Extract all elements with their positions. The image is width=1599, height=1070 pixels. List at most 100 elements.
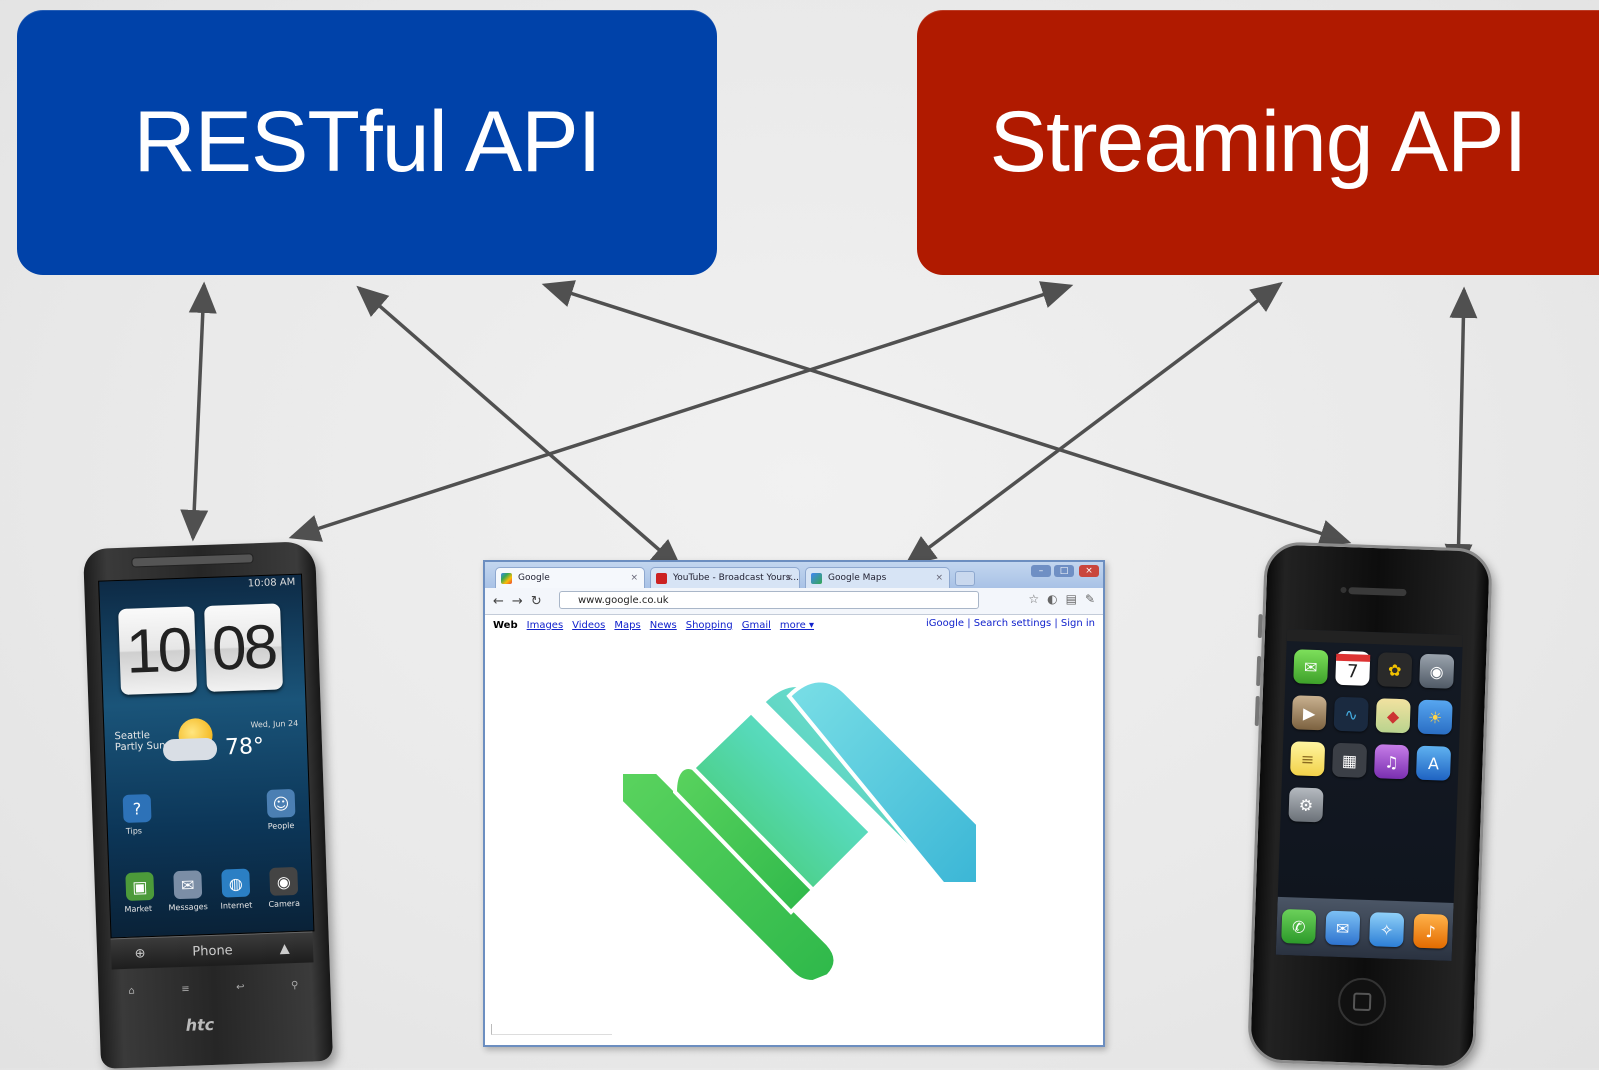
messages-icon: ✉	[1293, 649, 1329, 685]
browser-tab-bar: Google × YouTube - Broadcast Yours... × …	[485, 562, 1103, 588]
maps-icon: ◆	[1375, 698, 1411, 734]
clock-minute: 08	[204, 603, 284, 692]
calendar-icon: 7	[1335, 650, 1371, 686]
logo-stripe-cyan	[786, 678, 980, 886]
calendar-day: 7	[1346, 661, 1359, 683]
google-nav-link: more ▾	[779, 619, 815, 631]
back-icon: ←	[493, 593, 504, 609]
app-label: Market	[124, 904, 153, 914]
forward-icon: →	[511, 593, 523, 609]
ipod-icon: ♪	[1413, 913, 1449, 949]
notes-icon: ≡	[1290, 741, 1326, 777]
toolbar-icons: ☆ ◐ ▤ ✎	[1028, 592, 1095, 606]
restful-api-box: RESTful API	[17, 10, 717, 275]
search-key-icon: ⚲	[290, 979, 299, 992]
iphone-status-bar	[1286, 628, 1464, 648]
google-nav-bar: Web Images Videos Maps News Shopping Gma…	[485, 615, 1103, 635]
camera-icon: ◉	[1419, 653, 1455, 689]
arrow-rest-htc	[180, 281, 217, 542]
apps-icon: ⊕	[134, 945, 146, 962]
hardware-keys: ⌂ ≡ ↩ ⚲	[128, 980, 298, 997]
iphone-app-grid: ✉ 7 ✿ ◉ ▶ ∿ ◆ ☀ ≡ ▦ ♫ A ⚙	[1288, 649, 1455, 826]
arrow-rest-browser	[356, 285, 683, 571]
weather-icon: ☀	[1417, 699, 1453, 735]
tips-icon: ?	[122, 793, 152, 823]
browser-window-image: Google × YouTube - Broadcast Yours... × …	[483, 560, 1105, 1047]
iphone-image: ✉ 7 ✿ ◉ ▶ ∿ ◆ ☀ ≡ ▦ ♫ A ⚙ ✆ ✉ ✧ ♪	[1246, 541, 1494, 1070]
android-phone-image: 10:08 AM 10 08 Seattle Partly Sunny 78° …	[82, 541, 334, 1069]
menu-key-icon: ≡	[181, 983, 190, 996]
front-camera	[1340, 586, 1347, 594]
restful-api-label: RESTful API	[133, 94, 602, 190]
phone-speaker	[131, 553, 254, 568]
htc-logo: htc	[185, 1014, 215, 1035]
arrow-stream-browser	[904, 281, 1283, 567]
phone-dock-label: Phone	[192, 942, 233, 960]
new-tab-button	[955, 571, 975, 586]
app-label: People	[267, 821, 295, 831]
minimize-icon: –	[1031, 565, 1051, 577]
maximize-icon: □	[1054, 565, 1074, 577]
google-favicon-icon	[501, 573, 512, 584]
youtube-favicon-icon	[656, 573, 667, 584]
browser-tab-google: Google ×	[495, 567, 645, 588]
logo-stripe-green	[619, 770, 838, 982]
streaming-api-label: Streaming API	[989, 94, 1528, 190]
star-icon: ☆	[1028, 592, 1040, 606]
earpiece	[1348, 587, 1407, 597]
wrench-icon: ✎	[1084, 592, 1095, 606]
photos-icon: ✿	[1377, 652, 1413, 688]
arrow-rest-iphone	[541, 280, 1352, 547]
volume-down-button	[1254, 695, 1260, 727]
settings-icon: ⚙	[1288, 787, 1324, 823]
weather-date: Wed, Jun 24	[250, 718, 299, 730]
page-icon: ▤	[1065, 592, 1077, 606]
streaming-api-box: Streaming API	[917, 10, 1599, 275]
google-nav-link: Gmail	[741, 619, 771, 631]
tab-title: YouTube - Broadcast Yours...	[673, 573, 800, 583]
internet-icon: ◍	[221, 868, 251, 898]
app-label: Camera	[268, 898, 301, 909]
utilities-icon: ▦	[1331, 742, 1368, 778]
status-time: 10:08 AM	[247, 576, 296, 590]
messages-icon: ✉	[173, 870, 203, 900]
android-dock: ⊕ Phone ▲	[110, 931, 314, 970]
google-nav-link: Shopping	[685, 619, 733, 631]
tab-close-icon: ×	[785, 573, 793, 583]
google-nav-link: Images	[526, 619, 564, 631]
iphone-dock: ✆ ✉ ✧ ♪	[1275, 896, 1454, 961]
logo-stripe-green-mid	[672, 765, 816, 915]
app-label: Internet	[220, 900, 253, 911]
google-nav-link: Videos	[572, 619, 606, 631]
arrow-stream-htc	[288, 281, 1074, 542]
market-icon: ▣	[125, 871, 155, 901]
iphone-screen: ✉ 7 ✿ ◉ ▶ ∿ ◆ ☀ ≡ ▦ ♫ A ⚙ ✆ ✉ ✧ ♪	[1275, 628, 1464, 961]
cloud-icon	[162, 737, 218, 762]
app-store-icon: A	[1415, 745, 1452, 781]
mute-switch	[1257, 613, 1263, 639]
phone-icon: ✆	[1281, 909, 1317, 945]
temperature: 78°	[224, 734, 265, 761]
people-icon: ☺	[266, 788, 296, 818]
tab-close-icon: ×	[935, 573, 943, 583]
app-logo	[619, 678, 980, 982]
safari-icon: ✧	[1369, 912, 1405, 948]
browser-toolbar: ← → ↻ www.google.co.uk ☆ ◐ ▤ ✎	[485, 588, 1103, 615]
reload-icon: ↻	[530, 593, 542, 609]
google-nav-link: Maps	[614, 619, 641, 631]
youtube-icon: ▶	[1291, 695, 1327, 731]
address-bar: www.google.co.uk	[559, 591, 979, 609]
tab-title: Google Maps	[828, 573, 887, 583]
arrow-stream-iphone	[1444, 286, 1478, 576]
home-button	[1337, 977, 1387, 1027]
volume-up-button	[1256, 655, 1262, 687]
app-label: Messages	[168, 902, 208, 913]
account-links: iGoogle | Search settings | Sign in	[925, 618, 1095, 629]
app-label: Tips	[125, 826, 143, 836]
extension-icon: ◐	[1047, 592, 1058, 606]
stocks-icon: ∿	[1333, 696, 1369, 732]
browser-tab-maps: Google Maps ×	[805, 567, 950, 588]
android-phone-screen: 10:08 AM 10 08 Seattle Partly Sunny 78° …	[98, 573, 315, 939]
back-key-icon: ↩	[235, 981, 245, 994]
close-icon: ×	[1079, 565, 1099, 577]
